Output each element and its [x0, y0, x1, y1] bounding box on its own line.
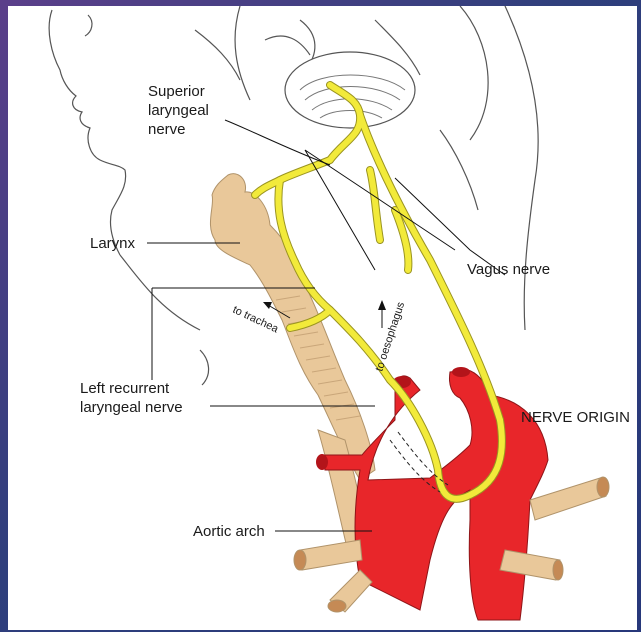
superior-laryngeal-label-2: laryngeal [148, 102, 209, 119]
larynx-label: Larynx [90, 235, 136, 252]
to-oesophagus-label: to oesophagus [373, 300, 407, 373]
superior-laryngeal-label-1: Superior [148, 83, 205, 100]
left-recurrent-label-2: laryngeal nerve [80, 399, 183, 416]
oesophagus-arrow [378, 300, 386, 328]
brainstem [285, 52, 415, 128]
superior-laryngeal-label-3: nerve [148, 121, 186, 138]
vagus-nerve-diagram: Superior laryngeal nerve Larynx Vagus ne… [8, 6, 637, 630]
nerve-origin-label: NERVE ORIGIN [521, 409, 630, 426]
vagus-nerve-label: Vagus nerve [467, 261, 550, 278]
diagram-panel: Superior laryngeal nerve Larynx Vagus ne… [8, 6, 637, 630]
aortic-arch-label: Aortic arch [193, 523, 265, 540]
left-recurrent-label-1: Left recurrent [80, 380, 170, 397]
